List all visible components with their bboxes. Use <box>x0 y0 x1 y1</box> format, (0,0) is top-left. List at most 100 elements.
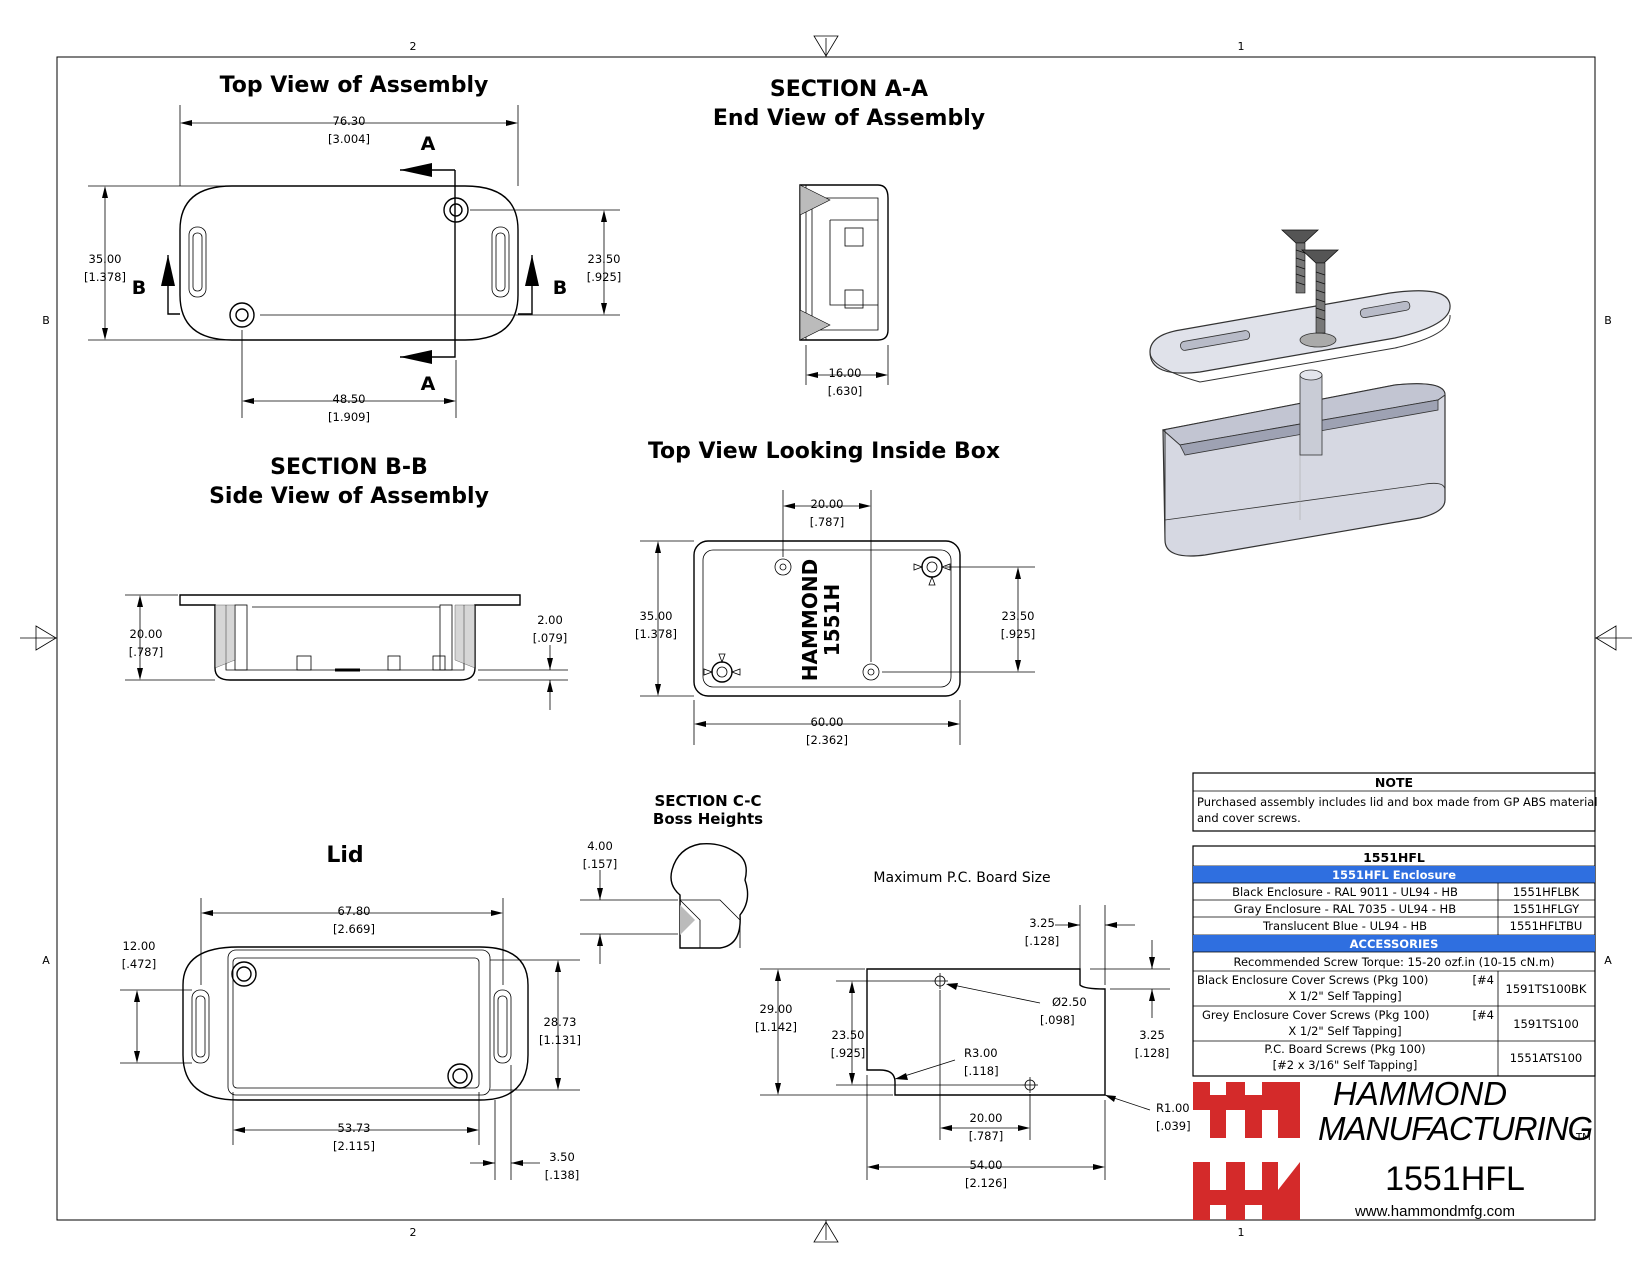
brand-line2: MANUFACTURING <box>1318 1110 1593 1147</box>
row3-desc: Translucent Blue - UL94 - HB <box>1262 919 1427 933</box>
zone-row-a-left: A <box>42 954 50 967</box>
dim-inside-height-in: [1.378] <box>635 627 677 641</box>
acc1-part: 1591TS100BK <box>1506 982 1587 996</box>
zone-col-1-top: 1 <box>1238 40 1245 53</box>
dim-bb-floor-in: [.079] <box>533 631 568 645</box>
subtitle-section-bb: Side View of Assembly <box>209 484 489 509</box>
title-section-aa: SECTION A-A <box>770 77 928 102</box>
embossing-line2: 1551H <box>820 584 844 656</box>
note-heading: NOTE <box>1375 775 1413 790</box>
title-pcb: Maximum P.C. Board Size <box>873 870 1050 886</box>
dim-pcb-hole-d-mm: Ø2.50 <box>1052 995 1087 1009</box>
dim-pcb-r1-mm: R1.00 <box>1156 1101 1190 1115</box>
section1-bar <box>1193 866 1595 883</box>
dim-pcb-notch2-mm: 3.25 <box>1139 1028 1165 1042</box>
inside-box-drawing <box>640 490 1035 745</box>
dim-cc-boss-mm: 4.00 <box>587 839 613 853</box>
torque-row: Recommended Screw Torque: 15-20 ozf.in (… <box>1233 955 1554 969</box>
center-mark-right <box>1595 625 1617 651</box>
dim-holes-y-in: [.925] <box>587 270 622 284</box>
dim-inside-boss-x-in: [.787] <box>810 515 845 529</box>
dim-pcb-holes-y-mm: 23.50 <box>832 1028 865 1042</box>
dim-length-mm: 76.30 <box>333 114 366 128</box>
row1-part: 1551HFLBK <box>1513 885 1580 899</box>
acc1-desc1: Black Enclosure Cover Screws (Pkg 100) <box>1197 973 1428 987</box>
dim-length-in: [3.004] <box>328 132 370 146</box>
zone-row-b-left: B <box>42 314 50 327</box>
top-view-drawing <box>88 105 620 418</box>
dim-pcb-holes-y-in: [.925] <box>831 1046 866 1060</box>
dim-inside-boss-y-in: [.925] <box>1001 627 1036 641</box>
subtitle-section-aa: End View of Assembly <box>713 106 985 131</box>
center-mark-top <box>813 35 839 57</box>
row2-desc: Gray Enclosure - RAL 7035 - UL94 - HB <box>1234 902 1456 916</box>
dim-lid-slot-in: [.472] <box>122 957 157 971</box>
dim-inside-boss-y-mm: 23.50 <box>1002 609 1035 623</box>
zone-row-b-right: B <box>1604 314 1612 327</box>
dim-bb-height-in: [.787] <box>129 645 164 659</box>
parts-table-section2: ACCESSORIES <box>1350 937 1439 951</box>
dim-width-mm: 35.00 <box>89 252 122 266</box>
dim-pcb-holes-x-mm: 20.00 <box>970 1111 1003 1125</box>
dim-bb-floor-mm: 2.00 <box>537 613 563 627</box>
parts-table-section1: 1551HFL Enclosure <box>1332 868 1456 882</box>
section-mark-a-bottom: A <box>421 373 436 395</box>
dim-pcb-hole-d-in: [.098] <box>1040 1013 1075 1027</box>
acc2-part: 1591TS100 <box>1513 1017 1579 1031</box>
title-top-view: Top View of Assembly <box>220 73 489 98</box>
brand-line1: HAMMOND <box>1333 1075 1507 1112</box>
brand-model: 1551HFL <box>1385 1160 1525 1198</box>
dim-inside-height-mm: 35.00 <box>640 609 673 623</box>
dim-inside-boss-x-mm: 20.00 <box>811 497 844 511</box>
dim-aa-width-in: [.630] <box>828 384 863 398</box>
section-mark-b-right: B <box>553 277 567 299</box>
dim-aa-width-mm: 16.00 <box>829 366 862 380</box>
center-mark-bottom <box>813 1221 839 1243</box>
row2-part: 1551HFLGY <box>1513 902 1580 916</box>
note-line2: and cover screws. <box>1197 811 1301 825</box>
dim-pcb-r3-mm: R3.00 <box>964 1046 998 1060</box>
title-inside-box: Top View Looking Inside Box <box>648 439 1000 464</box>
acc2-desc1: Grey Enclosure Cover Screws (Pkg 100) <box>1202 1008 1430 1022</box>
dim-pcb-length-mm: 54.00 <box>970 1158 1003 1172</box>
zone-col-2-top: 2 <box>410 40 417 53</box>
acc3-part: 1551ATS100 <box>1510 1051 1583 1065</box>
title-section-bb: SECTION B-B <box>270 455 428 480</box>
dim-bb-height-mm: 20.00 <box>130 627 163 641</box>
section-mark-a-top: A <box>421 133 436 155</box>
row3-part: 1551HFLTBU <box>1510 919 1583 933</box>
row1-desc: Black Enclosure - RAL 9011 - UL94 - HB <box>1232 885 1458 899</box>
zone-col-1-bottom: 1 <box>1238 1226 1245 1239</box>
dim-inside-length-mm: 60.00 <box>811 715 844 729</box>
section2-bar <box>1193 935 1595 952</box>
hammond-logo-icon <box>1193 1082 1300 1220</box>
dim-lid-length-in: [2.669] <box>333 922 375 936</box>
pcb-drawing <box>760 905 1170 1180</box>
section-bb-drawing <box>125 594 568 710</box>
center-mark-left <box>35 625 57 651</box>
dim-lid-length-mm: 67.80 <box>338 904 371 918</box>
zone-row-a-right: A <box>1604 954 1612 967</box>
title-section-cc: SECTION C-C <box>655 792 762 810</box>
acc3-desc1: P.C. Board Screws (Pkg 100) <box>1264 1042 1425 1056</box>
subtitle-section-cc: Boss Heights <box>653 810 763 828</box>
section-aa-drawing <box>799 184 889 385</box>
parts-table <box>1192 845 1596 1077</box>
dim-lid-slot-mm: 12.00 <box>123 939 156 953</box>
dim-holes-y-mm: 23.50 <box>588 252 621 266</box>
iso-view-drawing <box>1149 229 1451 557</box>
embossing-line1: HAMMOND <box>798 559 822 681</box>
dim-pcb-notch-mm: 3.25 <box>1029 916 1055 930</box>
brand-url: www.hammondmfg.com <box>1354 1203 1515 1220</box>
dim-lid-edge-mm: 3.50 <box>549 1150 575 1164</box>
dim-lid-inner-l-in: [2.115] <box>333 1139 375 1153</box>
dim-lid-inner-h-mm: 28.73 <box>544 1015 577 1029</box>
dim-cc-boss-in: [.157] <box>583 857 618 871</box>
lid-drawing <box>120 898 580 1180</box>
acc1-desc2: X 1/2" Self Tapping] <box>1288 989 1401 1003</box>
note-line1: Purchased assembly includes lid and box … <box>1197 795 1598 809</box>
title-lid: Lid <box>326 843 363 868</box>
note-box <box>1192 772 1596 832</box>
dim-width-in: [1.378] <box>84 270 126 284</box>
